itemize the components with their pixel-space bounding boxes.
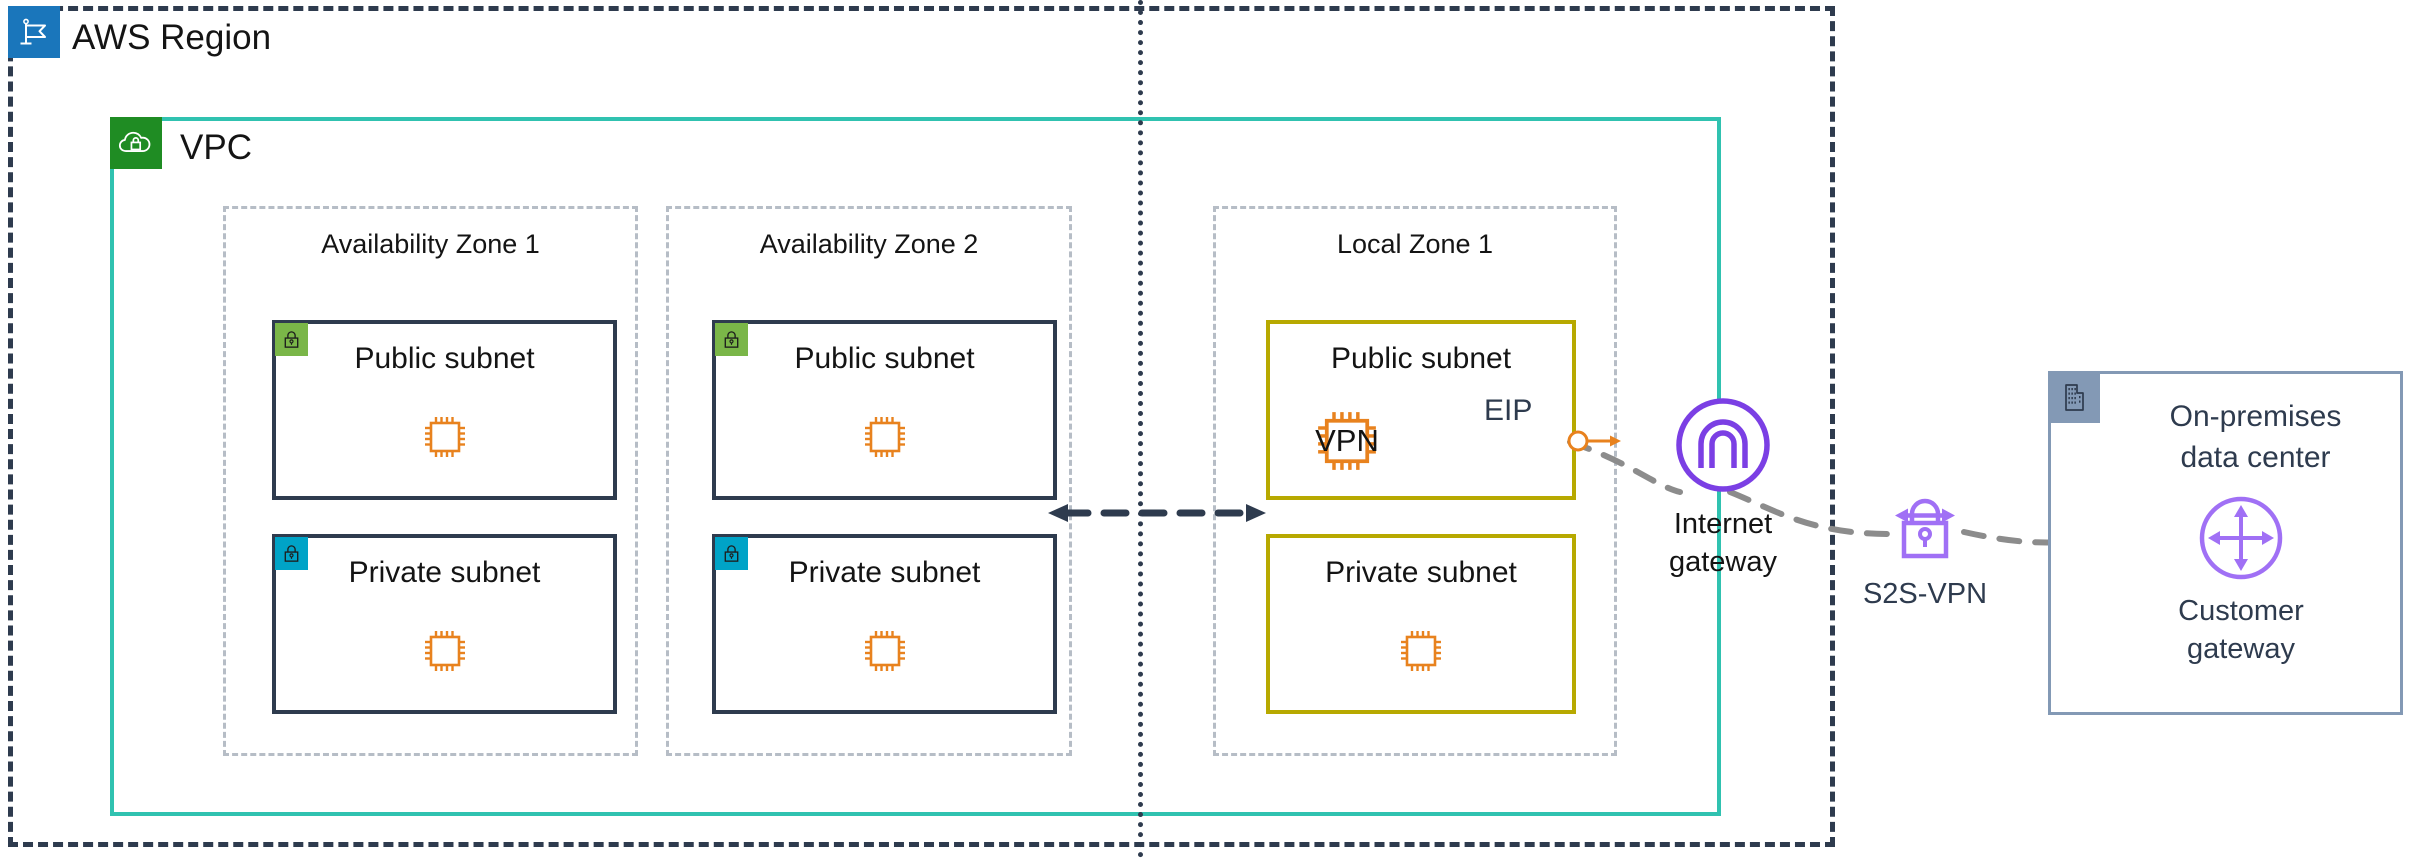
internet-gateway-label-line1: Internet [1673, 508, 1773, 540]
vpc-label: VPC [180, 128, 252, 167]
private-subnet-lock-icon [275, 537, 308, 570]
subnet-label: Private subnet [788, 556, 981, 589]
corporate-data-center-icon [2048, 371, 2100, 423]
subnet-label: Private subnet [1325, 556, 1517, 589]
availability-zone-1-label: Availability Zone 1 [321, 229, 540, 259]
ec2-instance-icon [1270, 624, 1572, 678]
ec2-instance-icon [276, 624, 613, 678]
public-subnet-lock-icon [715, 323, 748, 356]
on-premises-title-line1: On-premises [2169, 400, 2342, 433]
az-to-localzone-bidirectional-arrow [1046, 496, 1268, 530]
on-premises-title-line2: data center [2180, 441, 2331, 474]
subnet-lz1-private: Private subnet [1266, 534, 1576, 714]
subnet-az1-public: Public subnet [272, 320, 617, 500]
subnet-az2-public: Public subnet [712, 320, 1057, 500]
ec2-instance-icon [716, 624, 1053, 678]
customer-gateway-label: Customer gateway [2158, 592, 2324, 668]
internet-gateway-label: Internet gateway [1633, 505, 1813, 581]
aws-region-container [8, 6, 1835, 847]
subnet-az1-private: Private subnet [272, 534, 617, 714]
availability-zone-1-container: Availability Zone 1 [223, 206, 638, 756]
availability-zone-2-container: Availability Zone 2 [666, 206, 1072, 756]
customer-gateway-label-line2: gateway [2186, 633, 2295, 665]
aws-region-label: AWS Region [72, 18, 272, 57]
elastic-ip-arrow-icon [1567, 427, 1623, 455]
region-localzone-divider [1138, 0, 1143, 858]
availability-zone-2-label: Availability Zone 2 [759, 229, 979, 259]
internet-gateway-icon [1673, 395, 1773, 495]
subnet-label: Public subnet [1330, 342, 1512, 375]
customer-gateway-label-line1: Customer [2178, 595, 2304, 627]
vpc-cloud-lock-icon [110, 117, 162, 169]
subnet-label: Private subnet [348, 556, 541, 589]
private-subnet-lock-icon [715, 537, 748, 570]
subnet-label: Public subnet [354, 342, 535, 375]
site-to-site-vpn-lock-icon [1887, 490, 1963, 566]
subnet-az2-private: Private subnet [712, 534, 1057, 714]
aws-region-flag-icon [8, 6, 60, 58]
on-premises-title: On-premises data center [2118, 396, 2393, 478]
customer-gateway-icon [2197, 494, 2285, 582]
internet-gateway-label-line2: gateway [1668, 546, 1777, 578]
ec2-instance-icon [276, 410, 613, 464]
public-subnet-lock-icon [275, 323, 308, 356]
ec2-instance-icon [716, 410, 1053, 464]
s2s-vpn-label: S2S-VPN [1862, 578, 1988, 610]
subnet-label: Public subnet [794, 342, 975, 375]
vpn-appliance-instance: VPN [1308, 402, 1386, 480]
local-zone-1-label: Local Zone 1 [1336, 229, 1494, 259]
eip-label: EIP [1484, 394, 1533, 427]
